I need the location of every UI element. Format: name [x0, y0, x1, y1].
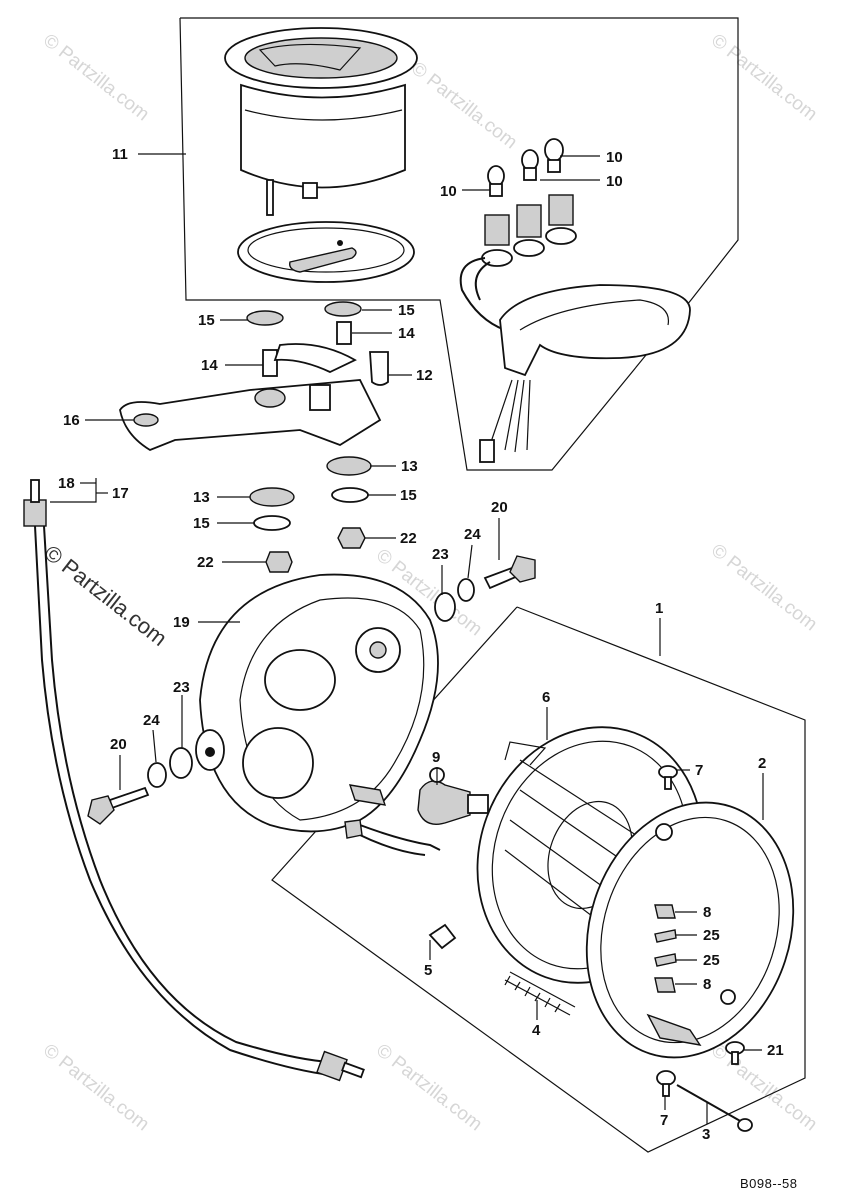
callout-20: 20	[110, 736, 127, 753]
long-screw	[676, 1084, 753, 1132]
nut	[326, 456, 372, 476]
callout-17: 17	[112, 485, 129, 502]
callout-19: 19	[173, 614, 190, 631]
callout-21: 21	[767, 1042, 784, 1059]
indicator-bulbs	[487, 138, 564, 197]
callout-12: 12	[416, 367, 433, 384]
washer	[253, 515, 291, 531]
meter-case-bottom	[237, 221, 415, 283]
callout-20: 20	[491, 499, 508, 516]
callout-14: 14	[201, 357, 218, 374]
spring-clip	[654, 929, 677, 943]
rim-screw	[725, 1041, 745, 1065]
callout-18: 18	[58, 475, 75, 492]
washer	[169, 747, 193, 779]
bulb-sockets-harness	[459, 194, 691, 463]
housing-bolt-right	[483, 555, 536, 590]
callout-22: 22	[197, 554, 214, 571]
nut	[337, 527, 366, 549]
callout-8: 8	[703, 976, 712, 993]
headlight-housing	[195, 573, 439, 833]
callout-15: 15	[398, 302, 415, 319]
callout-8: 8	[703, 904, 712, 921]
headlight-group-outline	[271, 606, 806, 1153]
callout-2: 2	[758, 755, 767, 772]
adjusting-spring	[504, 971, 576, 1016]
callout-9: 9	[432, 749, 441, 766]
callout-24: 24	[143, 712, 160, 729]
callout-3: 3	[702, 1126, 711, 1143]
callout-10: 10	[606, 149, 623, 166]
nut	[249, 487, 295, 507]
meter-bracket	[119, 301, 389, 452]
washer	[457, 578, 475, 602]
clip	[654, 904, 676, 919]
diagram-code: B098--58	[740, 1176, 798, 1191]
screw-rim	[656, 1070, 676, 1097]
callout-7: 7	[660, 1112, 669, 1129]
callout-7: 7	[695, 762, 704, 779]
callout-24: 24	[464, 526, 481, 543]
callout-13: 13	[193, 489, 210, 506]
callout-10: 10	[606, 173, 623, 190]
headlight-bulb-socket	[344, 767, 489, 856]
callout-5: 5	[424, 962, 433, 979]
callout-16: 16	[63, 412, 80, 429]
spring-clip	[654, 953, 677, 967]
headlight-rim	[585, 801, 795, 1059]
callout-13: 13	[401, 458, 418, 475]
washer	[331, 487, 369, 503]
callout-15: 15	[193, 515, 210, 532]
callout-23: 23	[173, 679, 190, 696]
meter-group-outline	[179, 17, 739, 471]
callout-4: 4	[532, 1022, 541, 1039]
leader-lines	[50, 153, 764, 1124]
callout-22: 22	[400, 530, 417, 547]
callout-23: 23	[432, 546, 449, 563]
callout-6: 6	[542, 689, 551, 706]
speedometer-cable	[23, 479, 365, 1082]
speedometer	[224, 27, 418, 216]
washer	[147, 762, 167, 788]
callout-15: 15	[400, 487, 417, 504]
housing-bolt-left	[87, 786, 150, 825]
callout-1: 1	[655, 600, 664, 617]
callout-10: 10	[440, 183, 457, 200]
screw	[658, 765, 678, 790]
nut	[265, 551, 293, 573]
callout-25: 25	[703, 927, 720, 944]
callout-14: 14	[398, 325, 415, 342]
callout-11: 11	[112, 146, 128, 163]
washer	[434, 592, 456, 622]
callout-25: 25	[703, 952, 720, 969]
clip	[654, 977, 676, 993]
callout-15: 15	[198, 312, 215, 329]
